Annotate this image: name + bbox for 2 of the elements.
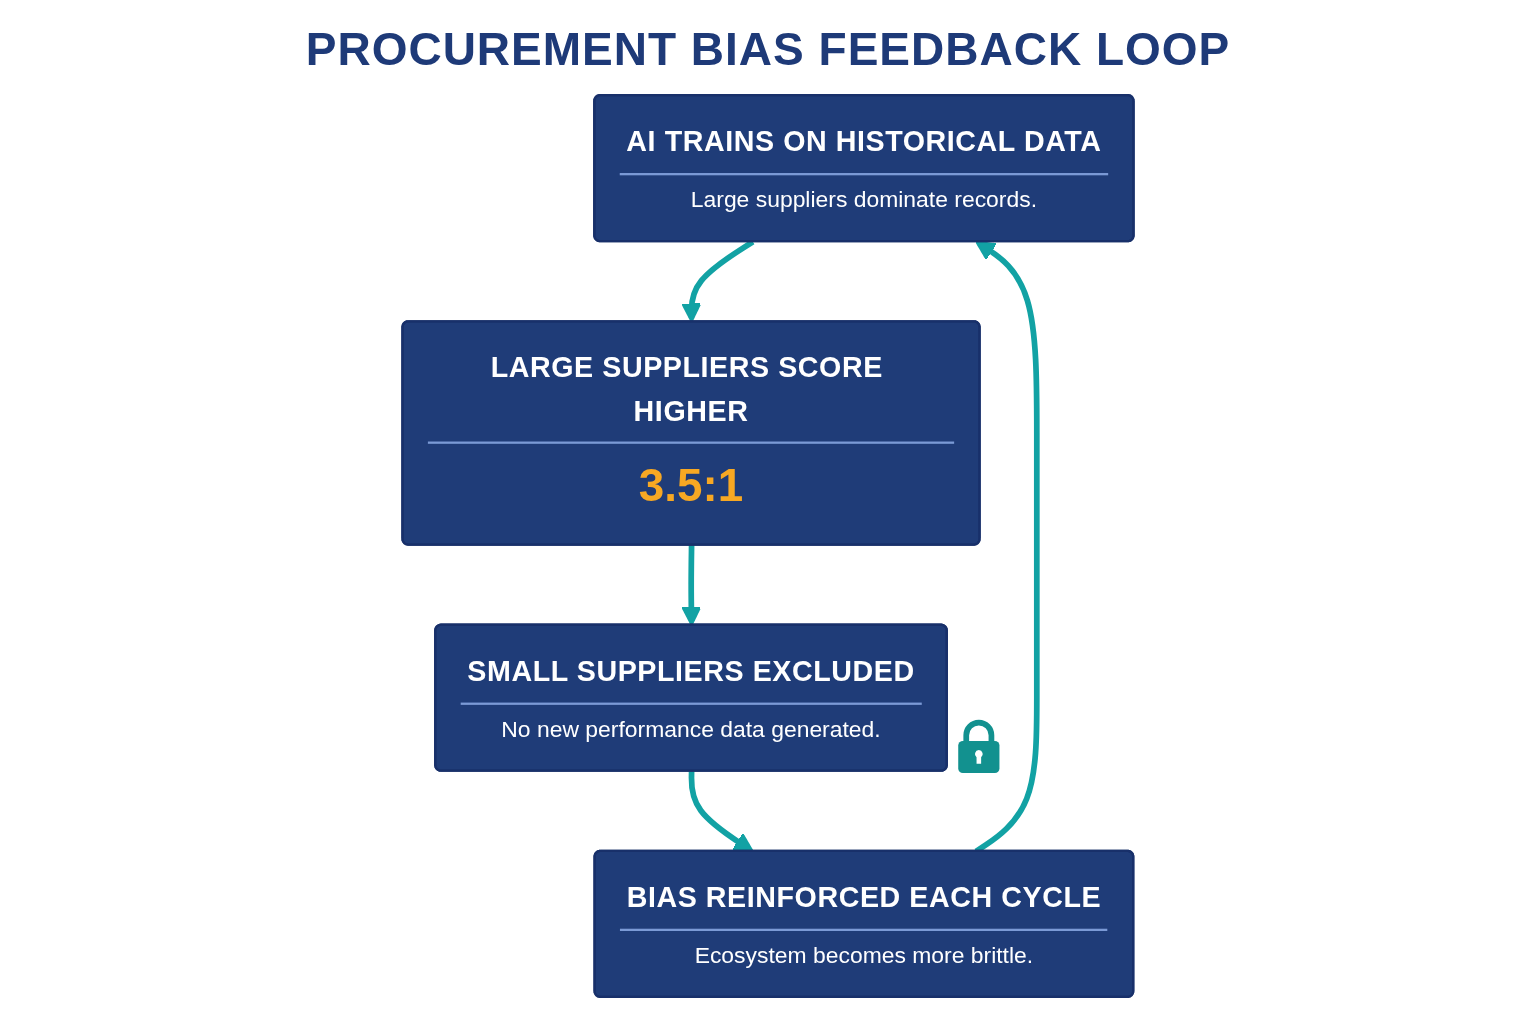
title: PROCUREMENT BIAS FEEDBACK LOOP [305, 22, 1231, 76]
arrow [681, 239, 755, 323]
